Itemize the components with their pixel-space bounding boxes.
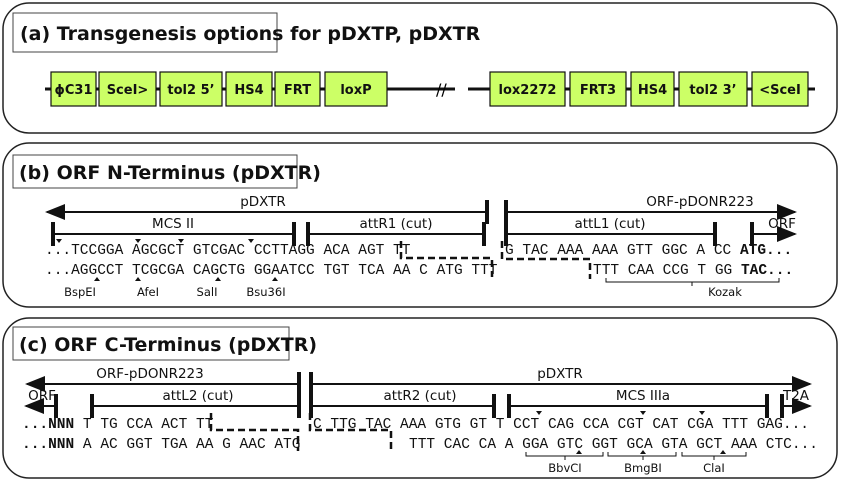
enzyme-label: ClaI [703,461,725,475]
break-symbol: // [436,80,447,99]
attr1-label: attR1 (cut) [360,216,433,232]
cut-triangle [215,277,221,281]
pdxtr-label: pDXTR [240,194,286,210]
orf-label: ORF [28,388,56,404]
enzyme-label: AfeI [137,285,159,299]
seq-bottom-right: TTT CAA CCG T GG TAC... [593,263,793,279]
mcs-iiia-label: MCS IIIa [616,388,670,404]
enzyme-label: BbvCI [548,461,581,475]
cut-triangle [135,277,141,281]
cut-triangle [640,450,646,454]
seq-bottom-right-plain: TTT CAA CCG T GG [593,263,741,279]
cut-triangle [720,450,726,454]
genetic-element-label: <SceI [759,83,801,98]
genetic-element-label: HS4 [234,83,263,98]
seq-bottom-right-codon: TAC... [741,263,793,279]
seq-bottom-left: ...NNN A AC GGT TGA AA G AAC ATG [22,437,300,453]
seq-top-right-plain: G TAC AAA AAA GTT GGC A CC [505,243,740,259]
genetic-element-box [225,71,273,107]
attl1-cut-line [500,241,592,279]
seq-bottom-right: TTT CAC CA A GGA GTC GGT GCA GTA GCT AAA… [409,437,818,453]
genetic-element-box [489,71,566,107]
seq-bottom-left-plain: A AC GGT TGA AA G AAC ATG [74,437,300,453]
seq-top-left-plain: T TG CCA ACT TT [74,417,214,433]
panel-c-title-box [12,326,290,361]
panel-a-title-box [12,12,278,53]
genetic-element-box [324,71,388,107]
genetic-element-box [569,71,627,107]
genetic-element-box [751,71,809,107]
panel-b-title: (b) ORF N-Terminus (pDXTR) [19,162,321,184]
cut-triangle [699,411,705,415]
cut-marks-b [56,239,278,281]
panel-a-title: (a) Transgenesis options for pDXTP, pDXT… [20,23,481,45]
attr2-label: attR2 (cut) [384,388,457,404]
genetic-element-label: lox2272 [499,83,557,98]
panel-c: (c) ORF C-Terminus (pDXTR) ORF-pDONR223 … [2,317,838,479]
seq-top-right: G TAC AAA AAA GTT GGC A CC ATG... [505,243,792,259]
genetic-element-label: FRT [284,83,311,98]
cut-triangle [536,411,542,415]
bbvci-bracket [525,452,604,460]
panel-b-frame [2,142,838,308]
seq-ellipsis-nnn: ...NNN [22,417,74,433]
enzyme-label: SalI [197,285,218,299]
cut-marks-c [536,411,726,454]
kozak-label: Kozak [708,285,742,299]
seq-ellipsis-nnn: ...NNN [22,437,74,453]
pdxtr-label: pDXTR [537,366,583,382]
cut-triangle [248,239,254,243]
t2a-label: T2A [782,388,810,404]
seq-top-right-start-codon: ATG... [740,243,792,259]
panel-c-frame [2,317,838,479]
orf-pdonr-label: ORF-pDONR223 [96,366,203,382]
panel-b-title-box [12,154,298,189]
genetic-element-label: SceI> [107,83,149,98]
attl2-label: attL2 (cut) [162,388,233,404]
cut-triangle [576,450,582,454]
panel-b: (b) ORF N-Terminus (pDXTR) pDXTR ORF-pDO… [2,142,838,308]
genetic-element-label: ϕC31 [55,83,93,98]
panel-c-title: (c) ORF C-Terminus (pDXTR) [19,334,317,356]
genetic-element-box [50,71,97,107]
genetic-element-label: FRT3 [580,83,616,98]
cut-triangle [135,239,141,243]
genetic-element-box [98,71,157,107]
enzyme-label: Bsu36I [246,285,285,299]
seq-bottom-left: ...AGGCCT TCGCGA CAGCTG GGAATCC TGT TCA … [45,263,498,279]
attl1-label: attL1 (cut) [574,216,645,232]
genetic-element-label: loxP [340,83,371,98]
cut-triangle [640,411,646,415]
cut-triangle [56,239,62,243]
bmgbi-bracket [607,452,677,460]
attr2-cut-line [308,413,393,451]
orf-pdonr-label: ORF-pDONR223 [646,194,753,210]
genetic-element-label: HS4 [638,83,667,98]
genetic-element-label: tol2 5’ [167,83,214,98]
enzyme-label: BspEI [64,285,96,299]
genetic-element-box [678,71,748,107]
cut-triangle [272,277,278,281]
orf-label: ORF [768,216,796,232]
kozak-bracket [605,278,780,286]
panel-a-frame [2,2,838,134]
genetic-element-box [630,71,675,107]
cut-triangle [178,239,184,243]
seq-top-left: ...TCCGGA AGCGCT GTCGAC CCTTAGG ACA AGT … [45,243,411,259]
panel-a: (a) Transgenesis options for pDXTP, pDXT… [2,2,838,134]
cut-triangle [94,277,100,281]
seq-top-right: C TTG TAC AAA GTG GT T CCT CAG CCA CGT C… [313,417,809,433]
mcs-ii-label: MCS II [152,216,194,232]
clai-bracket [681,452,747,460]
genetic-element-box [159,71,223,107]
attl2-cut-line [209,413,300,451]
seq-top-left: ...NNN T TG CCA ACT TT [22,417,214,433]
genetic-element-label: tol2 3’ [689,83,736,98]
enzyme-label: BmgBI [624,461,662,475]
genetic-element-box [274,71,321,107]
